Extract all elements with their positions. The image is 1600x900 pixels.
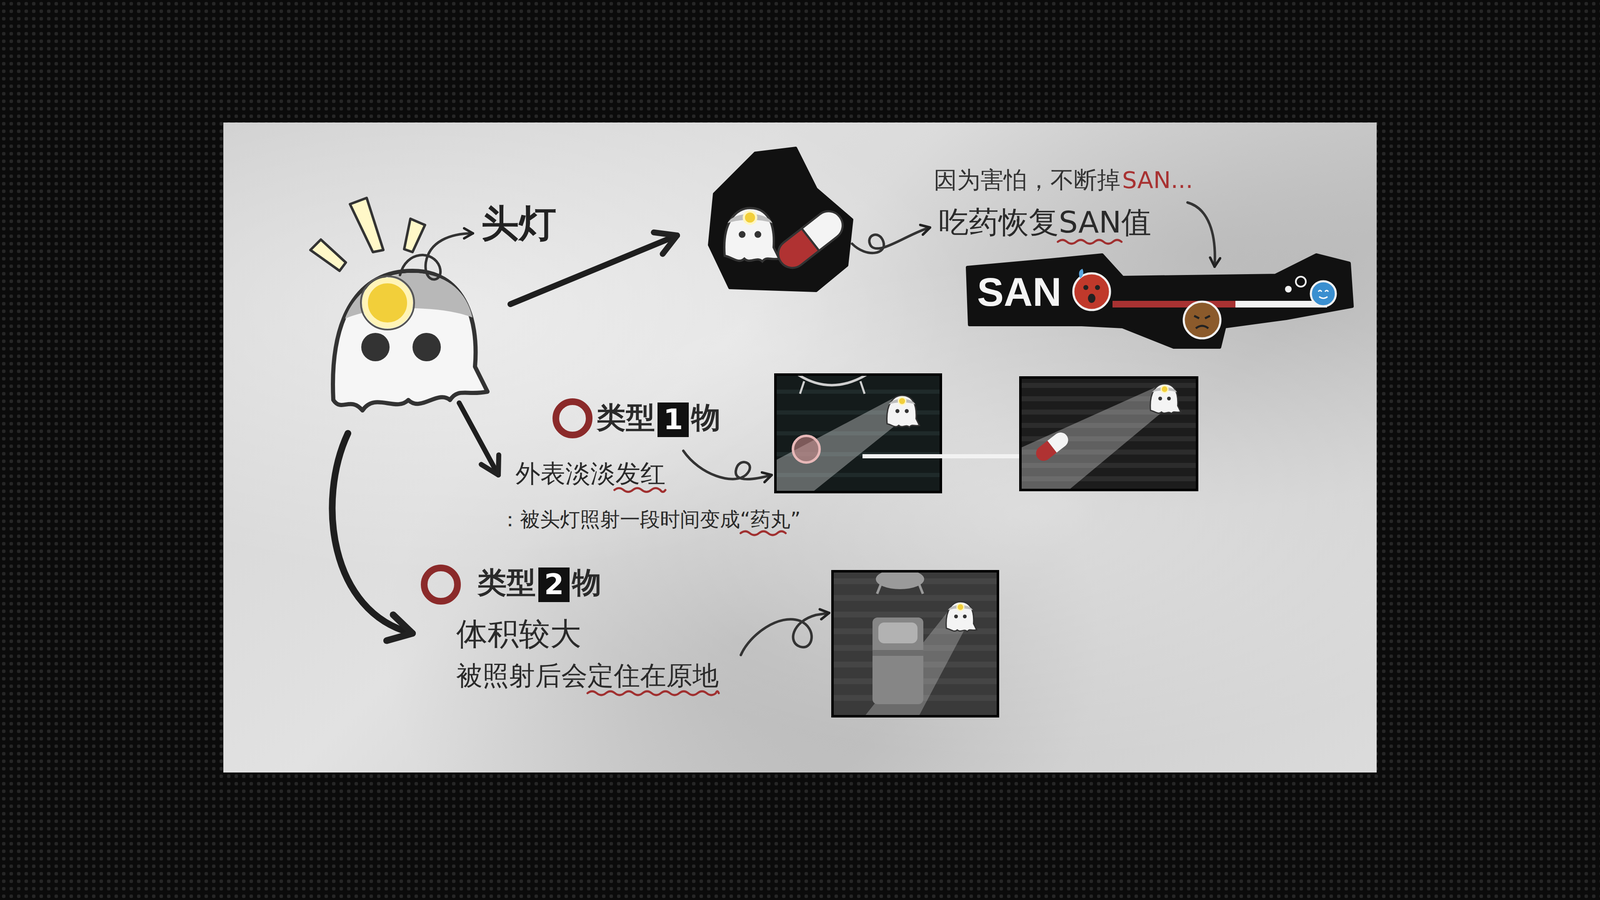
san-bar: SAN — [977, 270, 1062, 315]
type-heading: 类型 — [596, 400, 655, 435]
effect-text: 吃药恢复SAN值 — [938, 204, 1152, 240]
red-underline — [587, 691, 719, 695]
type-heading: 类型 — [477, 565, 536, 600]
description-text: ：被头灯照射一段时间变成“药丸” — [500, 507, 801, 532]
description-text: 体积较大 — [456, 615, 582, 653]
type-number-box: 2 — [538, 567, 570, 603]
type-heading: 物 — [572, 565, 602, 600]
red-underline — [614, 488, 666, 493]
description-text: 被照射后会定住在原地 — [456, 660, 719, 692]
node-text: 1 — [663, 402, 683, 436]
node-text: SAN — [977, 269, 1062, 315]
note-text: 因为害怕，不断掉 — [933, 165, 1121, 194]
type-heading: 物 — [691, 400, 721, 435]
type-number-box: 1 — [657, 402, 689, 438]
red-underline — [1057, 240, 1122, 244]
node-text: 2 — [544, 567, 564, 601]
description-text: 外表淡淡发红 — [515, 458, 666, 489]
note-text-red: SAN... — [1122, 165, 1193, 194]
red-underline — [740, 531, 786, 535]
callout-label: 头灯 — [481, 200, 557, 246]
